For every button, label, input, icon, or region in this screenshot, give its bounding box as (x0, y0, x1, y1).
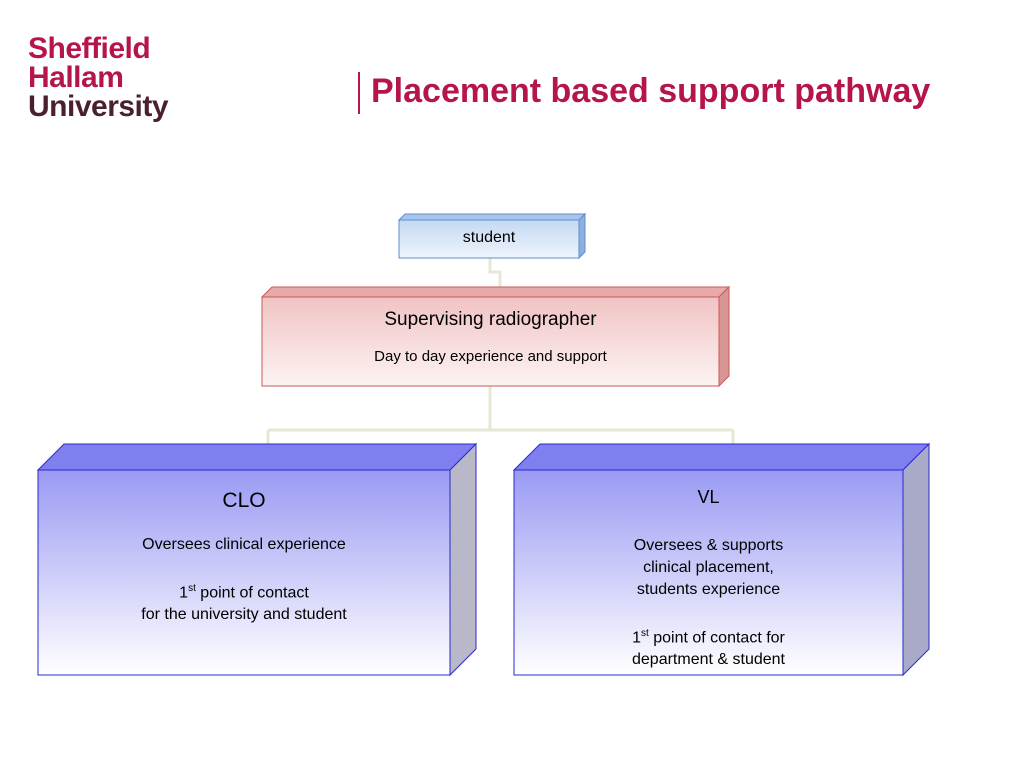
vl-contact-num: 1 (632, 629, 642, 647)
clo-contact-rest: point of contact (195, 584, 309, 602)
clo-box (36, 442, 478, 677)
supervisor-title: Supervising radiographer (384, 309, 597, 330)
supervisor-description: Day to day experience and support (374, 348, 607, 365)
clo-contact-line2: for the university and student (141, 606, 347, 624)
clo-text: CLO Oversees clinical experience 1st poi… (38, 490, 450, 626)
connector-student-supervisor (488, 258, 502, 288)
supervisor-box (260, 285, 731, 388)
title-divider (358, 72, 360, 114)
vl-desc-line3: students experience (636, 581, 781, 598)
vl-desc-line2: clinical placement, (643, 559, 774, 576)
connectors (266, 258, 735, 444)
university-logo: Sheffield Hallam University (28, 32, 169, 123)
logo-line-2: Hallam (28, 61, 124, 94)
clo-contact: 1st point of contact (38, 578, 450, 604)
vl-desc-line1: Oversees & supports (633, 537, 784, 554)
vl-title: VL (697, 487, 720, 507)
vl-box (512, 442, 931, 677)
vl-contact-line2: department & student (632, 651, 785, 669)
supervisor-text: Supervising radiographer Day to day expe… (262, 309, 719, 365)
vl-contact: 1st point of contact for (514, 623, 903, 649)
logo-line-1: Sheffield (28, 32, 151, 65)
clo-description: Oversees clinical experience (142, 536, 346, 553)
slide-title: Placement based support pathway (371, 72, 931, 110)
student-box (397, 212, 587, 260)
vl-contact-rest: point of contact for (648, 629, 785, 647)
student-label: student (462, 229, 516, 246)
clo-contact-num: 1 (179, 584, 189, 602)
clo-contact-sup: st (188, 583, 196, 594)
logo-line-3: University (28, 90, 169, 123)
clo-title: CLO (222, 489, 266, 512)
vl-text: VL Oversees & supports clinical placemen… (514, 486, 903, 671)
vl-contact-sup: st (641, 628, 649, 639)
